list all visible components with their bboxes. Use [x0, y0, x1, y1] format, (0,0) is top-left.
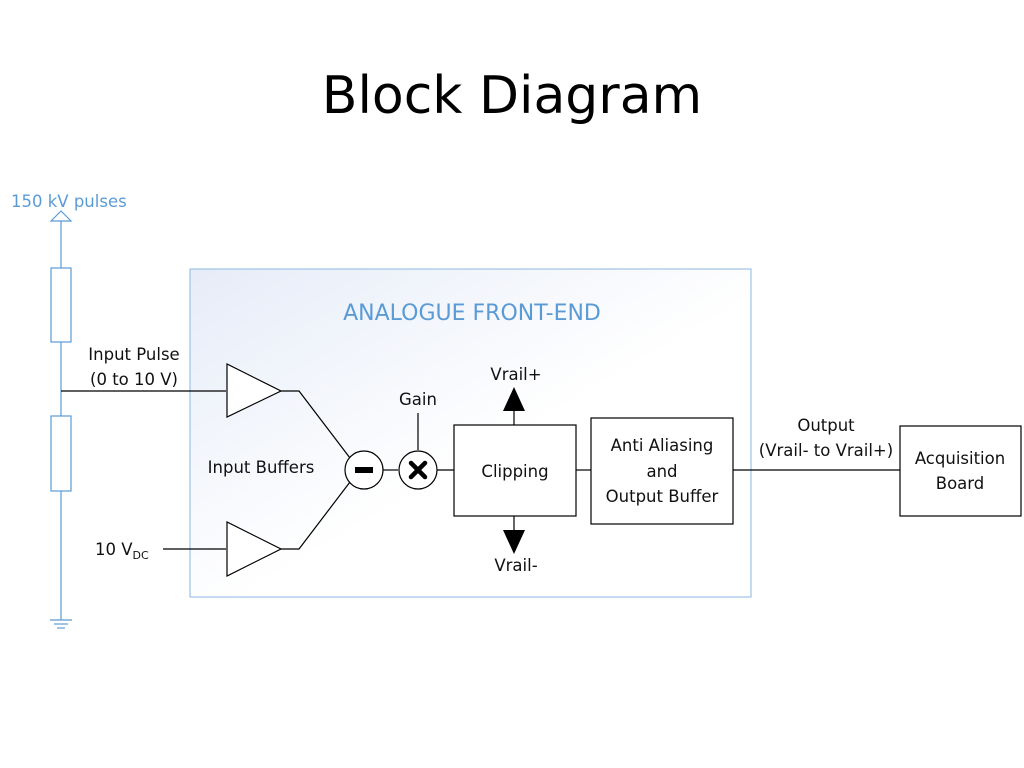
slide-title: Block Diagram — [321, 66, 703, 126]
gain-label: Gain — [399, 390, 437, 409]
multiply-node — [398, 450, 438, 490]
times-icon — [408, 460, 428, 480]
frontend-title: ANALOGUE FRONT-END — [343, 301, 601, 326]
input-pulse-label: Input Pulse — [88, 345, 179, 364]
acquisition-label-line1: Acquisition — [915, 449, 1005, 468]
vrail-plus-label: Vrail+ — [490, 365, 541, 384]
aa-label-line3: Output Buffer — [606, 487, 719, 506]
input-buffer-bottom — [226, 521, 283, 577]
acquisition-board-block — [899, 425, 1022, 517]
vdc-subscript: DC — [133, 549, 149, 562]
vdc-main: 10 V — [95, 540, 133, 559]
input-pulse-range-label: (0 to 10 V) — [90, 370, 178, 389]
minus-icon — [355, 467, 373, 473]
input-buffer-top — [226, 363, 283, 418]
output-range-label: (Vrail- to Vrail+) — [759, 441, 893, 460]
clipping-label: Clipping — [481, 462, 548, 481]
vrail-minus-arrow-icon — [503, 530, 525, 554]
anti-aliasing-block — [590, 417, 734, 525]
vrail-minus-label: Vrail- — [494, 556, 537, 575]
output-label: Output — [797, 416, 855, 435]
ground-icon — [50, 619, 72, 629]
vdc-label: 10 VDC — [95, 540, 149, 562]
source-label: 150 kV pulses — [11, 192, 127, 211]
vrail-plus-arrow-icon — [503, 387, 525, 411]
buffer-top-to-subtract-wire — [281, 390, 351, 459]
acquisition-label-line2: Board — [936, 474, 985, 493]
upper-resistor — [50, 267, 72, 343]
subtract-node — [344, 450, 384, 490]
lower-resistor — [50, 415, 72, 492]
buffer-bottom-to-subtract-wire — [281, 481, 351, 550]
hv-supply-arrow-icon — [49, 210, 73, 222]
aa-label-line2: and — [646, 462, 677, 481]
clipping-block — [453, 424, 577, 517]
aa-label-line1: Anti Aliasing — [611, 436, 714, 455]
voltage-divider — [49, 210, 73, 629]
input-buffers-label: Input Buffers — [208, 458, 315, 477]
wires — [61, 390, 900, 550]
